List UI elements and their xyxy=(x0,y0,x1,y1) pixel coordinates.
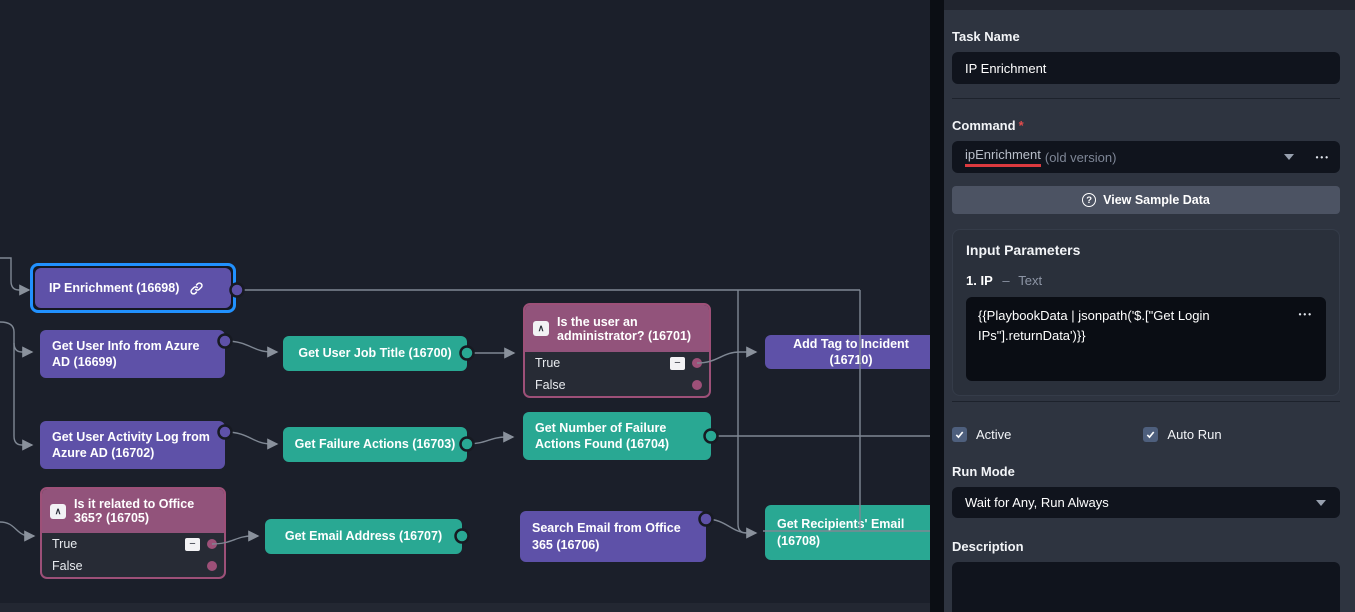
active-checkbox[interactable] xyxy=(952,427,967,442)
task-name-label: Task Name xyxy=(952,29,1020,44)
selection-frame: IP Enrichment (16698) xyxy=(30,263,236,313)
branch-label: False xyxy=(535,378,566,392)
branch-row-false[interactable]: False xyxy=(42,555,224,577)
input-parameters-card: Input Parameters 1. IP – Text {{Playbook… xyxy=(952,229,1340,396)
more-options-icon[interactable]: ••• xyxy=(1315,153,1330,162)
condition-node-admin[interactable]: ∧ Is the user an administrator? (16701) … xyxy=(523,303,711,398)
condition-node-office365[interactable]: ∧ Is it related to Office 365? (16705) T… xyxy=(40,487,226,579)
active-checkbox-item[interactable]: Active xyxy=(952,427,1011,442)
connector-line xyxy=(13,435,34,451)
link-icon xyxy=(189,281,204,296)
task-name-input[interactable]: IP Enrichment xyxy=(952,52,1340,84)
task-node-label: Search Email from Office 365 (16706) xyxy=(532,521,681,552)
branch-output-connector[interactable] xyxy=(207,539,217,549)
active-label: Active xyxy=(976,427,1012,442)
run-mode-value: Wait for Any, Run Always xyxy=(965,495,1109,510)
connector-line xyxy=(224,340,279,358)
task-node-get-user-info[interactable]: Get User Info from Azure AD (16699) xyxy=(40,330,225,378)
branch-output-connector[interactable] xyxy=(692,380,702,390)
connector-line xyxy=(0,521,36,542)
input-parameters-title: Input Parameters xyxy=(966,242,1081,258)
task-node-label: Get User Info from Azure AD (16699) xyxy=(52,338,200,369)
auto-run-label: Auto Run xyxy=(1167,427,1222,442)
task-details-panel: Task Name IP Enrichment Command* ipEnric… xyxy=(930,0,1355,612)
branch-label: True xyxy=(535,356,561,370)
run-mode-label: Run Mode xyxy=(952,464,1015,479)
run-mode-select[interactable]: Wait for Any, Run Always xyxy=(952,487,1340,518)
task-node-search-email[interactable]: Search Email from Office 365 (16706) xyxy=(520,511,706,562)
connector-line xyxy=(737,290,747,534)
task-node-get-num-failure[interactable]: Get Number of Failure Actions Found (167… xyxy=(523,412,711,460)
more-options-icon[interactable]: ••• xyxy=(1298,310,1313,319)
connector-line xyxy=(13,342,34,358)
command-version-suffix: (old version) xyxy=(1044,149,1117,165)
collapse-minus-icon[interactable]: − xyxy=(185,537,200,551)
chevron-down-icon[interactable] xyxy=(1316,500,1326,506)
auto-run-checkbox[interactable] xyxy=(1143,427,1159,442)
collapse-icon[interactable]: ∧ xyxy=(533,321,549,336)
checkbox-row: Active Auto Run xyxy=(952,427,1340,442)
task-node-label: Get Email Address (16707) xyxy=(284,529,443,544)
task-node-get-user-job-title[interactable]: Get User Job Title (16700) xyxy=(283,336,467,371)
task-node-add-tag[interactable]: Add Tag to Incident (16710) xyxy=(765,335,930,369)
view-sample-data-button[interactable]: ? View Sample Data xyxy=(952,186,1340,214)
divider xyxy=(952,401,1340,402)
condition-label: Is the user an administrator? (16701) xyxy=(557,314,692,343)
branch-row-true[interactable]: True − xyxy=(525,352,709,374)
condition-label: Is it related to Office 365? (16705) xyxy=(74,497,195,525)
panel-body: Task Name IP Enrichment Command* ipEnric… xyxy=(944,0,1355,612)
required-asterisk: * xyxy=(1018,118,1024,133)
condition-header: ∧ Is it related to Office 365? (16705) xyxy=(42,489,224,533)
task-name-value: IP Enrichment xyxy=(965,60,1047,76)
auto-run-checkbox-item[interactable]: Auto Run xyxy=(1143,427,1222,442)
parameter-value-text: {{PlaybookData | jsonpath('$.["Get Login… xyxy=(978,308,1210,344)
command-label: Command* xyxy=(952,118,1024,133)
workflow-canvas[interactable]: IP Enrichment (16698) Get User Info from… xyxy=(0,0,930,612)
horizontal-scrollbar[interactable] xyxy=(0,603,930,612)
connector-line xyxy=(0,321,15,436)
connector-line xyxy=(705,518,758,539)
command-value: ipEnrichment xyxy=(965,147,1041,167)
task-node-label: Get Failure Actions (16703) xyxy=(294,437,456,452)
connector-line xyxy=(466,431,515,445)
task-node-label: IP Enrichment (16698) xyxy=(49,280,180,295)
collapse-minus-icon[interactable]: − xyxy=(670,356,685,370)
condition-header: ∧ Is the user an administrator? (16701) xyxy=(525,305,709,352)
task-node-label: Get Number of Failure Actions Found (167… xyxy=(535,420,670,451)
branch-output-connector[interactable] xyxy=(692,358,702,368)
task-node-label: Get Recipients' Email (16708) xyxy=(777,517,905,548)
task-node-get-failure-actions[interactable]: Get Failure Actions (16703) xyxy=(283,427,467,462)
description-textarea[interactable] xyxy=(952,562,1340,612)
branch-output-connector[interactable] xyxy=(207,561,217,571)
parameter-value-input[interactable]: {{PlaybookData | jsonpath('$.["Get Login… xyxy=(966,297,1326,381)
description-label: Description xyxy=(952,539,1024,554)
question-circle-icon: ? xyxy=(1082,193,1097,207)
branch-label: False xyxy=(52,559,83,573)
task-node-ip-enrichment[interactable]: IP Enrichment (16698) xyxy=(35,268,231,308)
parameter-header: 1. IP – Text xyxy=(966,273,1043,288)
task-node-get-email-address[interactable]: Get Email Address (16707) xyxy=(265,519,462,554)
chevron-down-icon[interactable] xyxy=(1284,154,1294,160)
divider xyxy=(952,98,1340,99)
command-select[interactable]: ipEnrichment (old version) ••• xyxy=(952,141,1340,173)
task-node-label: Get User Activity Log from Azure AD (167… xyxy=(52,429,210,460)
task-node-get-recipients[interactable]: Get Recipients' Email (16708) xyxy=(765,505,930,560)
panel-top-strip xyxy=(944,0,1355,10)
branch-row-false[interactable]: False xyxy=(525,374,709,396)
collapse-icon[interactable]: ∧ xyxy=(50,503,66,519)
connector-line xyxy=(224,431,279,450)
task-node-get-activity-log[interactable]: Get User Activity Log from Azure AD (167… xyxy=(40,421,225,469)
task-node-label: Add Tag to Incident (16710) xyxy=(793,336,909,367)
task-node-label: Get User Job Title (16700) xyxy=(298,346,452,361)
branch-label: True xyxy=(52,537,78,551)
connector-line xyxy=(0,257,31,296)
branch-row-true[interactable]: True − xyxy=(42,533,224,555)
